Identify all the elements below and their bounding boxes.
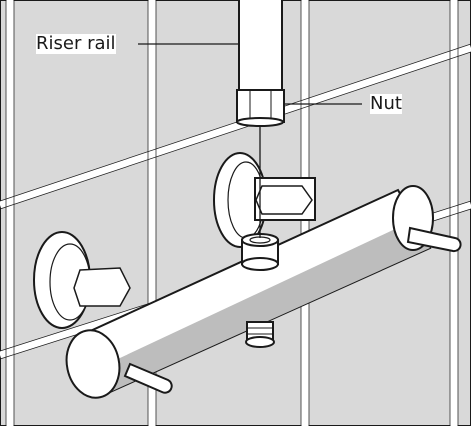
- nut-label: Nut: [370, 93, 402, 114]
- left-wall-connector: [33, 231, 131, 329]
- nut: [236, 89, 285, 127]
- riser-rail: [238, 0, 283, 91]
- right-wall-connector: [213, 152, 316, 248]
- handle-pins: [123, 226, 462, 394]
- thermostat-body: [65, 185, 434, 399]
- riser-rail-label: Riser rail: [36, 33, 116, 54]
- bottom-outlet: [245, 321, 275, 348]
- top-connector: [241, 233, 279, 271]
